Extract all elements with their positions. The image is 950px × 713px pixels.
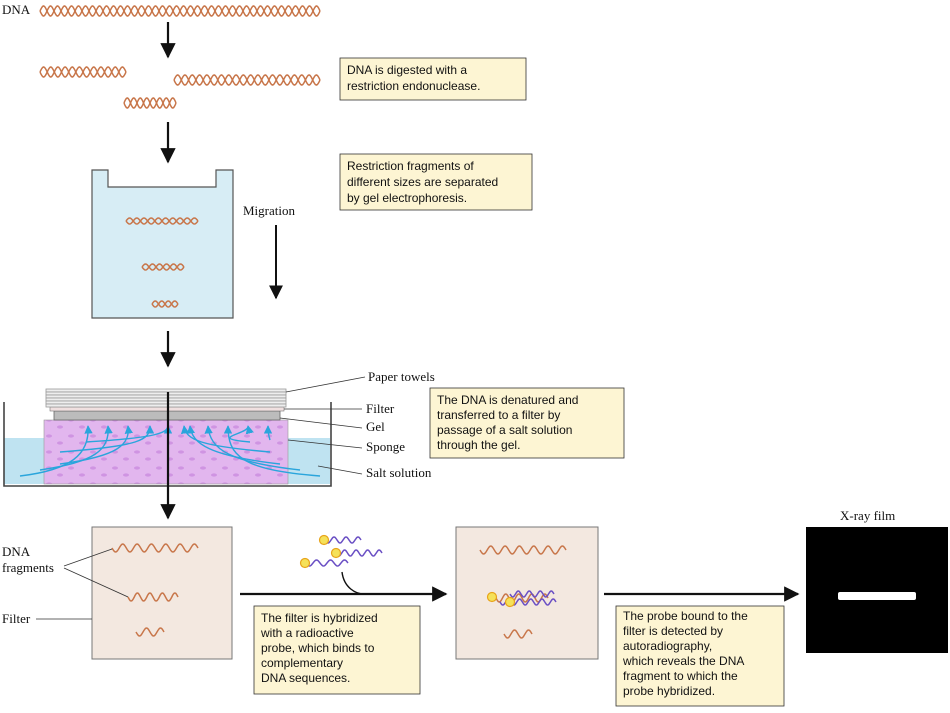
- svg-text:with a radioactive: with a radioactive: [260, 626, 354, 640]
- paper-towels: [45, 388, 287, 408]
- svg-text:filter is detected by: filter is detected by: [623, 624, 723, 638]
- filter-panel-2: [455, 526, 599, 660]
- radio-label-icon: [318, 534, 330, 546]
- svg-text:Restriction fragments of: Restriction fragments of: [347, 159, 474, 173]
- svg-text:transferred to a filter by: transferred to a filter by: [437, 408, 560, 422]
- dna-strand-path: [173, 74, 321, 86]
- gel-band-large: [125, 217, 199, 225]
- caption-electrophoresis: Restriction fragments of different sizes…: [339, 153, 533, 211]
- dna-strand-path: [479, 545, 567, 555]
- radioactive-probe: [299, 534, 383, 569]
- radio-label-icon: [504, 596, 516, 608]
- dna-strand-path: [39, 5, 321, 17]
- filter-label: Filter: [366, 401, 395, 416]
- svg-text:The filter is hybridized: The filter is hybridized: [261, 611, 378, 625]
- dna-strand-path: [111, 543, 199, 553]
- filter2-fragment-large: [479, 545, 567, 555]
- dna-fragment-c: [123, 97, 177, 109]
- dna-strand-path: [135, 627, 165, 637]
- dna-strand-path: [39, 66, 127, 78]
- dna-strand-path: [127, 592, 179, 602]
- dna-label: DNA: [2, 2, 31, 17]
- xray-film: [806, 527, 948, 653]
- migration-label: Migration: [243, 203, 295, 218]
- radio-label-icon: [330, 547, 342, 559]
- svg-text:which reveals the DNA: which reveals the DNA: [622, 654, 744, 668]
- svg-text:probe hybridized.: probe hybridized.: [623, 684, 715, 698]
- filter2-fragment-small: [503, 629, 533, 639]
- dna-strand-path: [151, 300, 179, 308]
- svg-text:different sizes are separated: different sizes are separated: [347, 175, 498, 189]
- dna-strand-path: [123, 97, 177, 109]
- sponge-label: Sponge: [366, 439, 405, 454]
- svg-text:by gel electrophoresis.: by gel electrophoresis.: [347, 191, 467, 205]
- svg-text:DNA is digested with a: DNA is digested with a: [347, 63, 467, 77]
- svg-text:DNA sequences.: DNA sequences.: [261, 671, 350, 685]
- filter-left-label: Filter: [2, 611, 31, 626]
- caption-transfer: The DNA is denatured and transferred to …: [429, 387, 625, 459]
- dna-strand-path: [141, 263, 185, 271]
- svg-text:complementary: complementary: [261, 656, 343, 670]
- salt-solution-label: Salt solution: [366, 465, 432, 480]
- dna-strand-path: [335, 549, 383, 557]
- dna-strand-path: [509, 590, 555, 598]
- dna-strand-path: [324, 536, 362, 544]
- dna-fragment-a: [39, 66, 127, 78]
- svg-text:fragment to which the: fragment to which the: [623, 669, 738, 683]
- caption-detect: The probe bound to the filter is detecte…: [615, 605, 785, 707]
- radio-label-icon: [299, 557, 311, 569]
- filter-panel-1: [91, 526, 233, 660]
- dna-strand-path: [125, 217, 199, 225]
- svg-text:autoradiography,: autoradiography,: [623, 639, 712, 653]
- svg-text:passage of a salt solution: passage of a salt solution: [437, 423, 572, 437]
- dna-strand-full: [39, 5, 321, 17]
- svg-text:The DNA is denatured and: The DNA is denatured and: [437, 393, 578, 407]
- filter1-fragment-medium: [127, 592, 179, 602]
- caption-digest: DNA is digested with a restriction endon…: [339, 57, 527, 101]
- dna-fragments-label-line1: DNA: [2, 544, 31, 559]
- filter1-fragment-small: [135, 627, 165, 637]
- svg-text:probe, which binds to: probe, which binds to: [261, 641, 375, 655]
- svg-text:through the gel.: through the gel.: [437, 438, 520, 452]
- svg-text:restriction endonuclease.: restriction endonuclease.: [347, 79, 480, 93]
- svg-text:The probe bound to the: The probe bound to the: [623, 609, 748, 623]
- gel-band-medium: [141, 263, 185, 271]
- dna-strand-path: [305, 559, 349, 567]
- filter1-fragment-large: [111, 543, 199, 553]
- radio-label-icon: [486, 591, 498, 603]
- gel-label: Gel: [366, 419, 385, 434]
- caption-hybridize: The filter is hybridized with a radioact…: [253, 605, 421, 695]
- paper-towels-label: Paper towels: [368, 369, 435, 384]
- dna-strand-path: [503, 629, 533, 639]
- dna-fragment-b: [173, 74, 321, 86]
- probe-curve-arrow: [341, 571, 365, 595]
- gel-electrophoresis: [91, 169, 234, 319]
- dna-fragments-label-line2: fragments: [2, 560, 54, 575]
- gel-band-small: [151, 300, 179, 308]
- xray-film-label: X-ray film: [840, 508, 895, 523]
- xray-film-band: [838, 592, 916, 600]
